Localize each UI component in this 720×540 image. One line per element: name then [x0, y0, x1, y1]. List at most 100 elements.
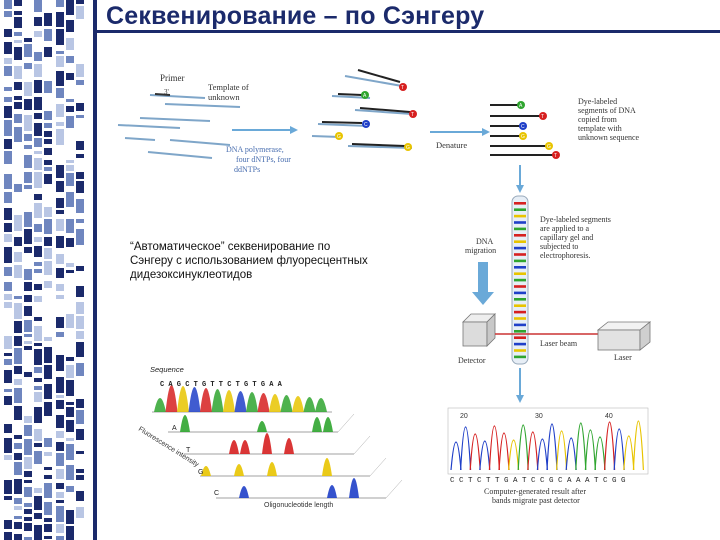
strip-segment — [44, 13, 52, 26]
chromatogram-peak — [565, 437, 577, 471]
strip-segment — [76, 363, 84, 376]
strip-segment — [76, 507, 84, 518]
detector-label: Detector — [458, 356, 486, 365]
strip-segment — [76, 392, 84, 396]
svg-text:G: G — [337, 134, 341, 140]
electro-lane-peak — [240, 440, 250, 454]
strip-segment — [4, 411, 12, 420]
strip-segment — [4, 389, 12, 392]
electro-lane-peak — [323, 417, 333, 432]
strip-segment — [76, 302, 84, 314]
migration-arrow-head — [472, 292, 494, 305]
strip-segment — [4, 370, 12, 383]
strip-segment — [14, 215, 22, 231]
base-sequence: C C T C T T G A T C C G C A A A T C G G — [450, 477, 626, 485]
strip-segment — [44, 518, 52, 522]
electro-lane-edge — [369, 457, 387, 477]
strip-segment — [44, 402, 52, 416]
strip-segment — [34, 407, 42, 423]
strip-segment — [14, 32, 22, 36]
strip-segment — [66, 173, 74, 186]
strip-segment — [24, 404, 32, 414]
strip-segment — [24, 18, 32, 34]
electro-composite-peak — [315, 398, 327, 412]
strip-segment — [66, 38, 74, 50]
strip-segment — [56, 506, 64, 522]
strip-segment — [66, 0, 74, 15]
strip-segment — [56, 88, 64, 98]
chromatogram-peak — [556, 430, 568, 471]
strip-segment — [4, 480, 12, 494]
electro-composite-peak — [234, 391, 247, 412]
electro-composite-peak — [165, 385, 178, 412]
vertical-divider — [93, 0, 97, 540]
strip-segment — [24, 145, 32, 149]
down-arrow-2-head — [516, 395, 524, 403]
strip-segment — [76, 103, 84, 111]
strip-segment — [56, 254, 64, 264]
strip-segment — [56, 492, 64, 498]
strip-segment — [76, 219, 84, 223]
strip-segment — [56, 341, 64, 350]
strip-segment — [76, 80, 84, 85]
strip-segment — [24, 480, 32, 483]
capillary-band — [514, 278, 526, 282]
strip-segment — [14, 443, 22, 449]
slide-title: Секвенирование – по Сэнгеру — [106, 2, 485, 30]
capillary-band — [514, 310, 526, 314]
electro-lane-peak — [262, 433, 272, 454]
chromatogram-peaks — [450, 420, 644, 471]
strip-segment — [34, 349, 42, 365]
strip-segment — [34, 97, 42, 110]
capillary-band — [514, 272, 526, 275]
chromatogram-peak — [546, 423, 558, 471]
strip-segment — [24, 82, 32, 96]
svg-text:A: A — [519, 103, 523, 109]
capillary-band — [514, 227, 526, 231]
chromatogram-peak — [623, 435, 635, 471]
strip-segment — [24, 523, 32, 531]
strip-segment — [66, 250, 74, 258]
strip-segment — [4, 21, 12, 25]
strip-segment — [56, 198, 64, 208]
strip-segment — [76, 199, 84, 213]
strip-segment — [14, 146, 22, 150]
svg-text:T: T — [541, 114, 544, 120]
strip-segment — [14, 11, 22, 15]
strip-segment — [4, 359, 12, 365]
strip-segment — [66, 331, 74, 341]
electro-lane-peak — [284, 438, 294, 454]
strip-segment — [76, 523, 84, 537]
strip-segment — [66, 365, 74, 378]
chromatogram-peak — [575, 422, 587, 471]
strip-segment — [24, 115, 32, 131]
migration-arrow-shaft — [478, 262, 488, 292]
strip-segment — [14, 453, 22, 460]
strip-segment — [44, 365, 52, 379]
capillary-band — [514, 349, 526, 352]
strip-segment — [66, 380, 74, 396]
strip-segment — [4, 496, 12, 500]
strip-segment — [66, 498, 74, 506]
strip-segment — [44, 139, 52, 144]
strip-segment — [44, 292, 52, 305]
strip-segment — [76, 141, 84, 150]
strip-segment — [4, 438, 12, 453]
strip-segment — [76, 154, 84, 158]
strip-segment — [56, 71, 64, 86]
strip-segment — [34, 488, 42, 493]
strip-segment — [24, 229, 32, 244]
strip-segment — [24, 439, 32, 455]
capillary-band — [514, 317, 526, 320]
svg-text:C: C — [521, 124, 525, 130]
strip-segment — [14, 169, 22, 178]
electro-composite-peak — [177, 386, 189, 412]
strip-segment — [4, 78, 12, 81]
strip-segment — [14, 47, 22, 60]
strip-segment — [76, 451, 84, 454]
strip-segment — [44, 458, 52, 462]
strip-segment — [76, 482, 84, 487]
electro-lane-peak — [229, 440, 239, 454]
